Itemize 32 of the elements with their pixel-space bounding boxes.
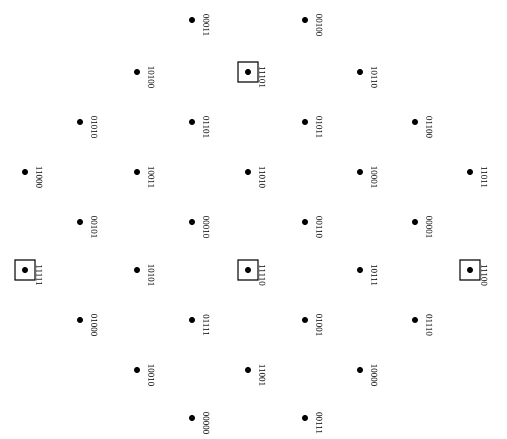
point-label: 00010: [203, 216, 210, 238]
point-label: 01011: [316, 116, 322, 138]
point-label: 10111: [371, 264, 378, 286]
point-label: 00110: [316, 216, 322, 238]
point-label: 01010: [91, 116, 98, 138]
point-label: 11110: [259, 265, 266, 286]
point-label: 00011: [203, 14, 210, 36]
point-label: 01101: [203, 116, 210, 138]
point-label: 10000: [371, 364, 378, 386]
point-label: 01000: [91, 314, 98, 336]
point-label: 00101: [91, 216, 98, 238]
point-label: 00111: [316, 412, 322, 434]
point-label: 10011: [148, 166, 154, 188]
point-label: 01100: [426, 116, 432, 138]
point-label: 10110: [371, 66, 378, 88]
point-label: 01111: [203, 314, 210, 336]
point-label: 10101: [148, 264, 154, 286]
point-label: 11001: [259, 364, 266, 386]
point-label: 11101: [259, 66, 266, 88]
point-label: 00001: [426, 216, 432, 238]
point-label: 01110: [426, 314, 432, 336]
point-label: 11111: [36, 265, 42, 286]
point-label: 11011: [481, 166, 488, 188]
point-label: 10001: [371, 166, 378, 188]
point-label: 10010: [148, 364, 154, 386]
point-label: 00100: [316, 14, 322, 36]
point-label: 00000: [203, 412, 210, 434]
point-label: 11000: [36, 166, 42, 188]
point-label: 11010: [259, 166, 266, 188]
point-label: 10100: [148, 66, 154, 88]
point-label: 11100: [481, 264, 488, 286]
point-label: 01001: [316, 314, 322, 336]
